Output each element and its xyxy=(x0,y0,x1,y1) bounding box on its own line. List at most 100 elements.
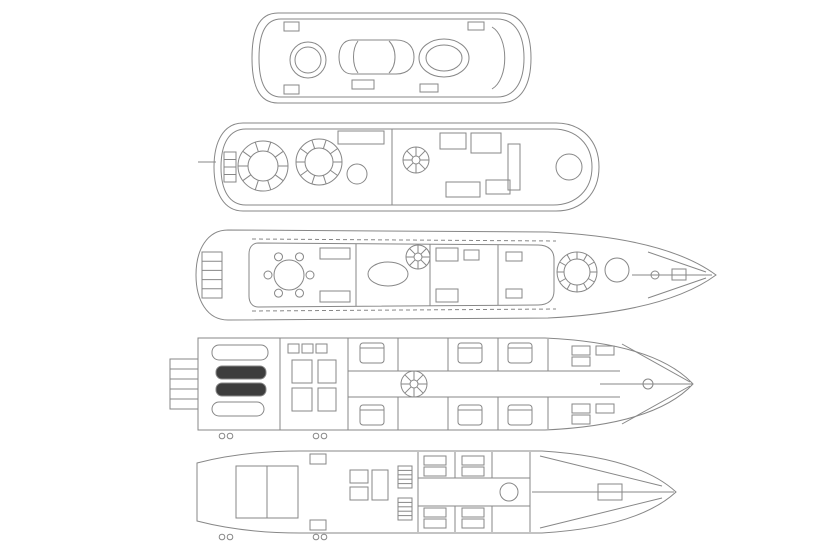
hull-outline-shape xyxy=(213,122,600,212)
bow-line-shape xyxy=(621,343,691,383)
dining-table-shape xyxy=(330,148,338,155)
jacuzzi-oval-shape xyxy=(418,38,470,78)
foredeck-seating-shape xyxy=(588,278,595,283)
guest-bed-shape xyxy=(359,404,385,426)
deck-edge-shape xyxy=(220,128,593,206)
galley-unit-shape xyxy=(485,179,511,195)
mess-table-shape xyxy=(499,482,519,502)
dining-table-shape xyxy=(304,147,334,177)
bollard-shape xyxy=(226,533,234,541)
aft-bench-shape xyxy=(491,26,506,90)
spiral-stair-shape xyxy=(406,150,414,158)
bollard-shape xyxy=(320,432,328,440)
equipment-shape xyxy=(287,343,300,354)
hull-outline-shape xyxy=(197,337,694,431)
jet-ski-shape xyxy=(215,382,267,397)
galley-unit-shape xyxy=(439,132,467,150)
dining-table-shape xyxy=(311,175,316,185)
dining-table-shape xyxy=(300,148,308,155)
foredeck-seating-shape xyxy=(583,254,588,261)
spiral-stair-shape xyxy=(420,248,427,255)
spiral-stair-shape xyxy=(413,252,423,262)
anchor-line-shape xyxy=(647,277,707,299)
engine-block-shape xyxy=(317,387,337,412)
aft-dining-table-shape xyxy=(274,252,283,262)
crew-bunk-shape xyxy=(571,403,591,414)
spiral-stair-shape xyxy=(418,162,426,170)
spiral-stair-shape xyxy=(404,386,412,394)
deck-edge-shape xyxy=(258,18,525,98)
galley-unit-shape xyxy=(470,132,502,154)
bollard-shape xyxy=(312,533,320,541)
bow-line-shape xyxy=(621,385,691,425)
spiral-stair-shape xyxy=(416,386,424,394)
galley-unit-shape xyxy=(445,181,481,198)
hatch-shape xyxy=(309,453,327,465)
anchor-line-shape xyxy=(647,251,707,273)
crew-bunk-shape xyxy=(461,507,485,518)
lower-deck-plan xyxy=(169,337,694,440)
bow-line-shape xyxy=(539,455,663,487)
bow-hatch-shape xyxy=(671,268,687,281)
bar-counter-shape xyxy=(337,130,385,145)
spiral-stair-shape xyxy=(411,155,421,165)
pantry-unit-shape xyxy=(463,249,480,261)
spiral-stair-shape xyxy=(409,259,416,266)
chain-locker-shape xyxy=(642,378,654,390)
jacuzzi-oval-inner-shape xyxy=(425,44,463,72)
foredeck-circle-shape xyxy=(555,153,583,181)
tender-windshield-shape xyxy=(388,40,396,74)
hull-outline-shape xyxy=(251,12,532,104)
crew-bunk-shape xyxy=(461,455,485,466)
stairs-shape xyxy=(397,465,413,489)
spiral-stair-shape xyxy=(420,259,427,266)
foredeck-seating-shape xyxy=(563,258,591,286)
foredeck-seating-shape xyxy=(559,261,566,266)
equipment-shape xyxy=(349,469,369,484)
bridge-deck-plan xyxy=(198,122,600,212)
bollard-shape xyxy=(218,533,226,541)
equipment-shape xyxy=(349,486,369,501)
guest-bed-shape xyxy=(507,342,533,364)
bow-locker-shape xyxy=(597,483,623,501)
deck-fitting-shape xyxy=(351,79,375,90)
foredeck-seating-shape xyxy=(566,254,571,261)
spiral-stair-shape xyxy=(418,150,426,158)
hot-tub-shape xyxy=(289,41,327,79)
sun-deck-plan xyxy=(251,12,532,104)
tender-shape xyxy=(211,401,265,417)
crew-bunk-shape xyxy=(423,455,447,466)
foredeck-table-shape xyxy=(604,257,630,283)
engine-block-shape xyxy=(291,359,313,384)
equipment-shape xyxy=(315,343,328,354)
crew-bunk-shape xyxy=(423,507,447,518)
lobby-unit-shape xyxy=(505,288,523,299)
hatch-shape xyxy=(309,519,327,531)
aft-dining-table-shape xyxy=(263,270,273,280)
dining-table-shape xyxy=(247,150,279,182)
aft-dining-table-shape xyxy=(305,270,315,280)
salon-sofa-shape xyxy=(319,290,351,303)
crew-bunk-shape xyxy=(423,466,447,477)
aft-dining-table-shape xyxy=(274,288,283,298)
dining-table-shape xyxy=(322,139,327,149)
tender-shape xyxy=(211,344,269,361)
stern-stairs-shape xyxy=(201,251,223,299)
aft-dining-table-shape xyxy=(295,288,304,298)
dining-table-shape xyxy=(267,142,272,152)
guest-bed-shape xyxy=(457,342,483,364)
salon-table-shape xyxy=(367,261,409,287)
crew-bunk-shape xyxy=(571,356,591,367)
salon-sofa-shape xyxy=(319,247,351,260)
bollard-shape xyxy=(218,432,226,440)
bollard-shape xyxy=(312,432,320,440)
pantry-unit-shape xyxy=(435,288,459,303)
crew-bunk-shape xyxy=(571,414,591,425)
dining-table-shape xyxy=(274,150,284,158)
tank-deck-plan xyxy=(196,450,677,541)
spiral-stair-shape xyxy=(409,248,416,255)
spiral-stair-shape xyxy=(409,379,419,389)
crew-bunk-shape xyxy=(595,403,615,414)
bollard-shape xyxy=(320,533,328,541)
